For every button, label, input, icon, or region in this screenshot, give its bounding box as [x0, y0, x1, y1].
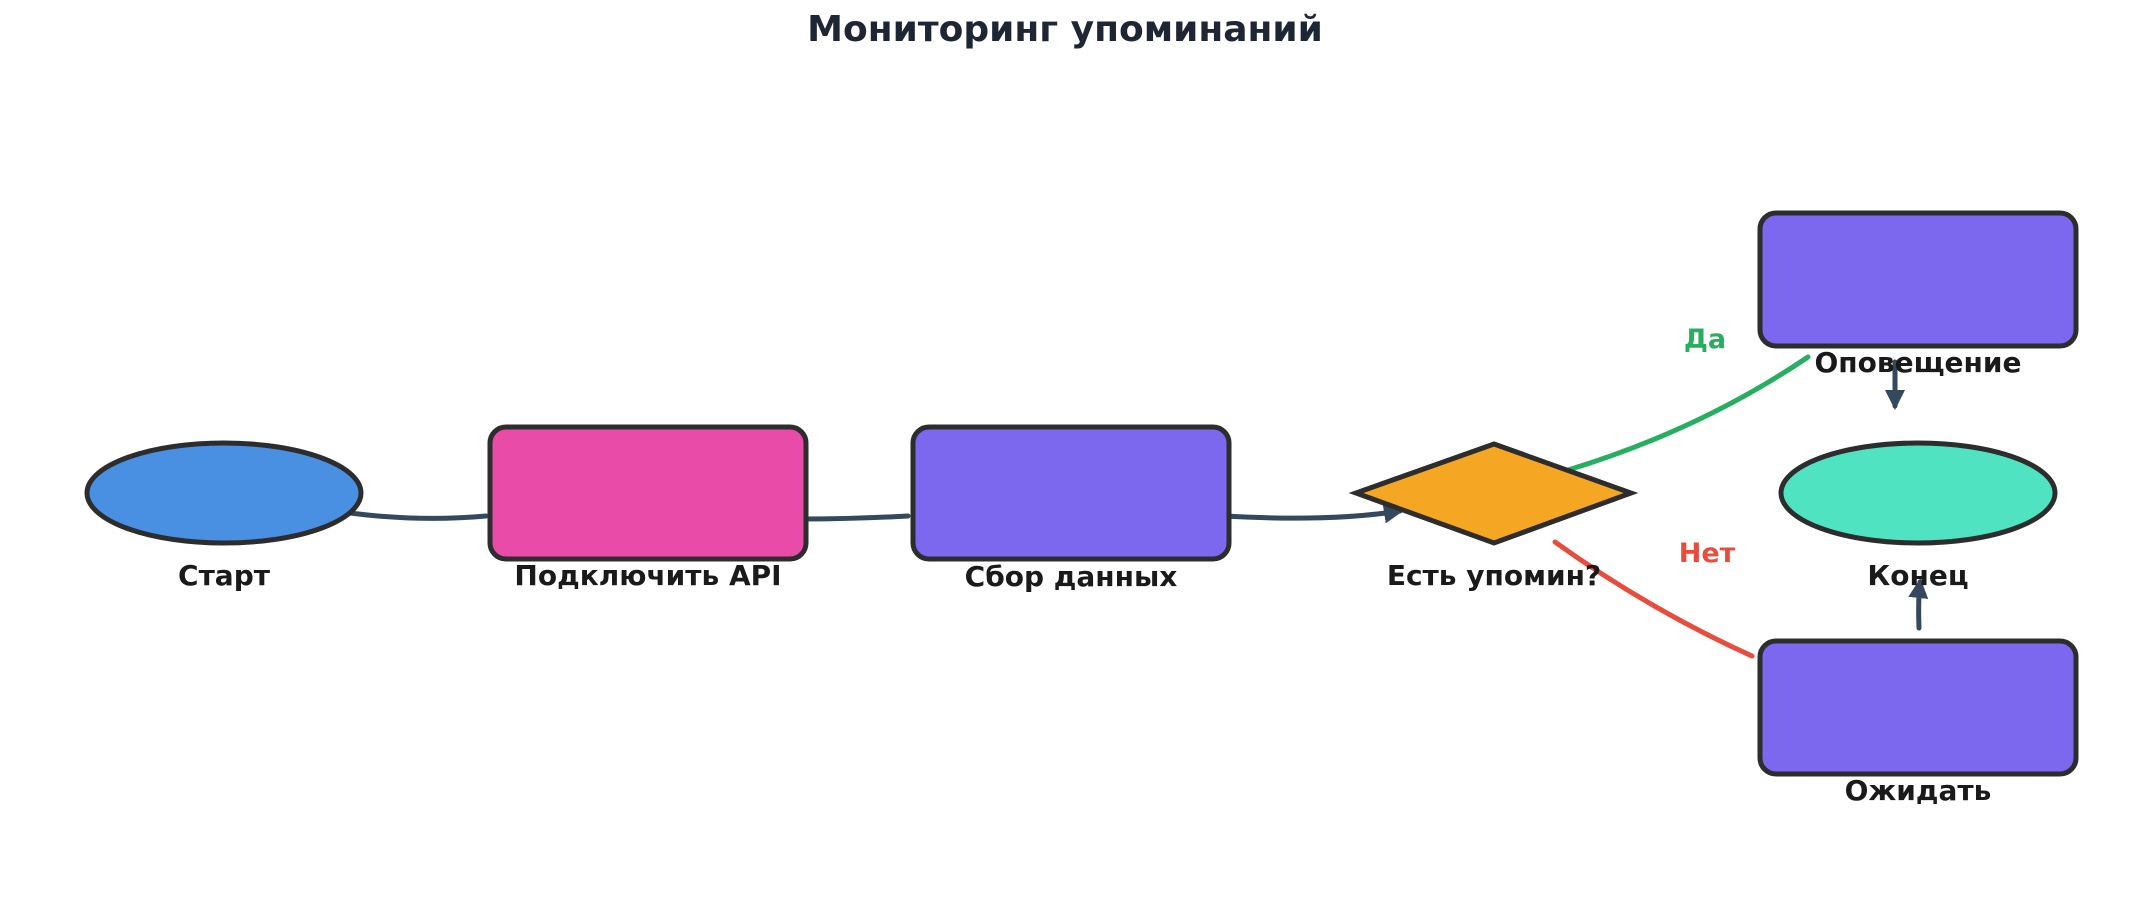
node-end [1778, 440, 2058, 546]
node-label-end: Конец [1867, 559, 1969, 592]
node-notify [1757, 210, 2079, 349]
node-label-has-mentions: Есть упомин? [1386, 559, 1602, 592]
node-start [84, 440, 364, 546]
edge-decision-no-to-wait [1552, 539, 1755, 659]
edge-wait-to-end [1908, 578, 1929, 631]
node-wait [1757, 638, 2079, 777]
node-decision-has-mentions [1348, 441, 1639, 546]
edge-collect-to-decision [1222, 503, 1404, 524]
node-label-start: Старт [178, 559, 270, 592]
node-connect-api [487, 424, 809, 562]
node-label-connect-api: Подключить API [514, 559, 782, 592]
edge-label-yes: Да [1683, 324, 1727, 355]
edge-decision-yes-to-notify [1565, 354, 1811, 473]
node-collect-data [910, 424, 1232, 562]
node-label-wait: Ожидать [1844, 774, 1992, 807]
node-label-collect-data: Сбор данных [964, 560, 1178, 593]
node-label-notify: Оповещение [1814, 346, 2022, 379]
diagram-title: Мониторинг упоминаний [807, 9, 1323, 50]
edge-start-to-api [347, 510, 489, 521]
edge-label-no: Нет [1678, 538, 1736, 569]
